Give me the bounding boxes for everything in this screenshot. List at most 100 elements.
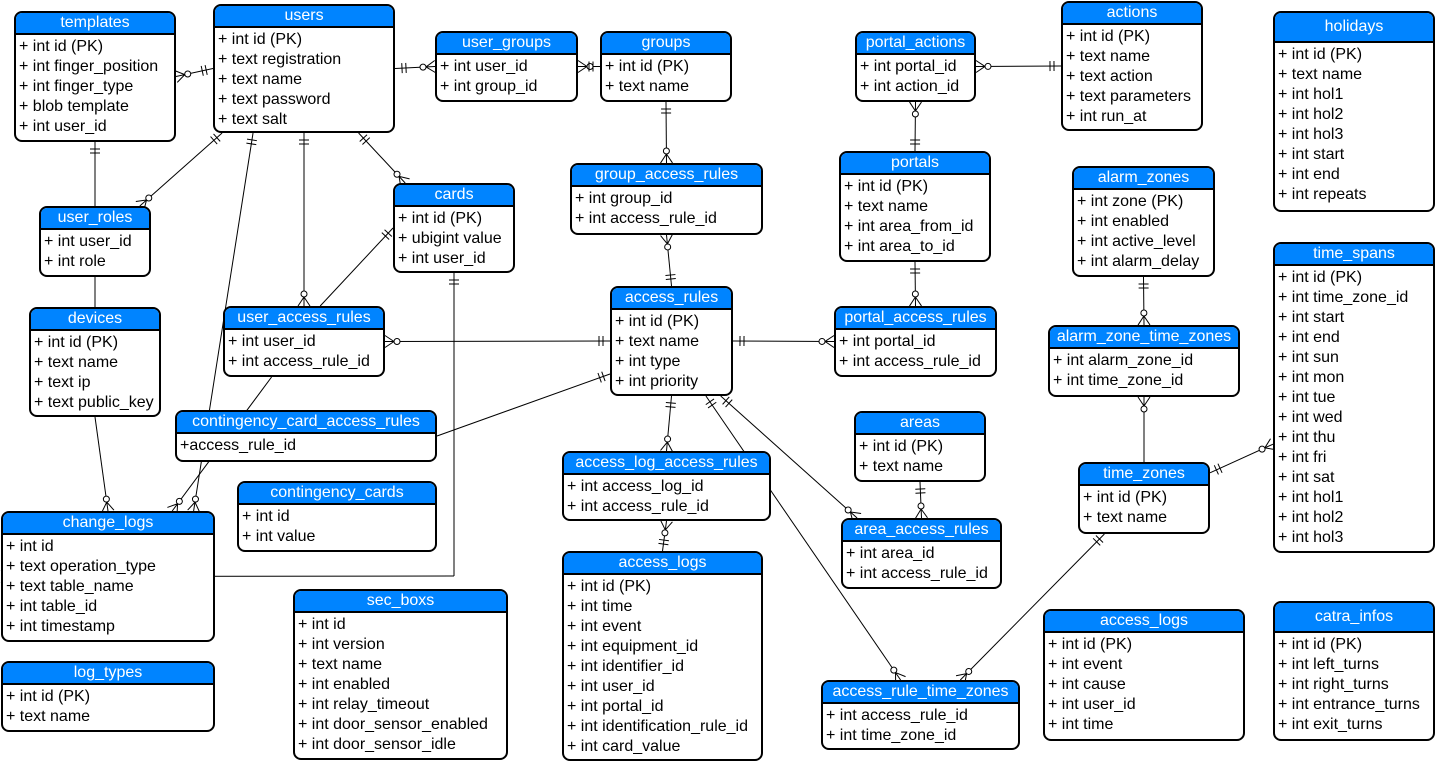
table-title: contingency_card_access_rules	[177, 412, 435, 434]
table-field: + int exit_turns	[1278, 716, 1383, 733]
table-field: + int id	[6, 538, 54, 555]
table-access-logs[interactable]: access_logs + int id (PK)+ int time+ int…	[562, 551, 763, 761]
table-title: change_logs	[3, 513, 213, 535]
table-title: cards	[395, 185, 513, 207]
table-time-spans[interactable]: time_spans + int id (PK)+ int time_zone_…	[1273, 242, 1435, 553]
crowfoot-marker	[895, 672, 906, 678]
table-contingency-card-access-rules[interactable]: contingency_card_access_rules +access_ru…	[175, 410, 437, 462]
table-user-access-rules[interactable]: user_access_rules + int user_id+ int acc…	[223, 306, 385, 377]
cardinality-one-marker	[210, 136, 218, 145]
table-field: + text name	[859, 458, 944, 475]
crowfoot-marker	[660, 519, 666, 531]
table-access-rule-time-zones[interactable]: access_rule_time_zones + int access_rule…	[821, 680, 1020, 750]
crowfoot-marker	[664, 521, 673, 531]
table-field: + int area_id	[846, 545, 935, 562]
crowfoot-marker	[425, 66, 436, 73]
zero-optional-marker	[662, 147, 670, 155]
table-field: + text action	[1066, 68, 1153, 85]
table-field: + int access_log_id	[567, 478, 704, 495]
cardinality-one-marker	[707, 401, 717, 409]
table-cards[interactable]: cards + int id (PK)+ ubigint value+ int …	[393, 183, 515, 273]
crowfoot-marker	[1143, 396, 1151, 407]
table-catra-infos[interactable]: catra_infos + int id (PK)+ int left_turn…	[1273, 601, 1435, 741]
zero-optional-marker	[911, 110, 919, 118]
table-devices[interactable]: devices + int id (PK)+ text name+ text i…	[29, 307, 161, 417]
crowfoot-marker	[425, 60, 435, 68]
cardinality-one-marker	[381, 232, 390, 240]
table-field: + int area_to_id	[844, 238, 955, 255]
table-field: + int id (PK)	[567, 578, 652, 595]
table-title: sec_boxs	[295, 591, 506, 613]
table-field: + int sun	[1278, 349, 1339, 366]
table-field: + int access_rule_id	[575, 210, 717, 227]
table-field: + int door_sensor_enabled	[298, 716, 488, 733]
crowfoot-marker	[398, 175, 410, 180]
table-title: contingency_cards	[239, 483, 435, 505]
relationship-line	[666, 234, 672, 287]
table-field: + int user_id	[1048, 696, 1136, 713]
zero-optional-marker	[1258, 445, 1266, 453]
cardinality-one-marker	[601, 371, 606, 382]
table-field: + int wed	[1278, 409, 1343, 426]
table-title: portal_actions	[857, 33, 974, 55]
table-field: + int user_id	[19, 118, 107, 135]
table-group-access-rules[interactable]: group_access_rules + int group_id+ int a…	[570, 163, 763, 235]
cardinality-one-marker	[213, 133, 221, 142]
table-field: + text registration	[218, 51, 342, 68]
table-field: + text salt	[218, 111, 287, 128]
table-actions[interactable]: actions + int id (PK)+ text name+ text a…	[1061, 1, 1203, 131]
zero-optional-marker	[890, 666, 898, 674]
table-field: + text name	[298, 656, 383, 673]
table-field: + int id (PK)	[1083, 489, 1168, 506]
crowfoot-marker	[909, 101, 916, 112]
table-field: + int hol1	[1278, 489, 1344, 506]
table-field: + int id (PK)	[615, 313, 700, 330]
table-sec-boxs[interactable]: sec_boxs + int id+ int version+ text nam…	[293, 589, 508, 760]
table-field: + int access_rule_id	[846, 565, 988, 582]
cardinality-one-marker	[705, 398, 715, 406]
crowfoot-marker	[106, 501, 115, 511]
table-change-logs[interactable]: change_logs + int id + text operation_typ…	[1, 511, 215, 642]
table-field: + int user_id	[44, 233, 132, 250]
table-log-types[interactable]: log_types + int id (PK)+ text name	[1, 661, 215, 732]
table-user-roles[interactable]: user_roles + int user_id+ int role	[39, 206, 151, 277]
table-field: + int door_sensor_idle	[298, 736, 456, 753]
table-field: + int end	[1278, 329, 1340, 346]
table-holidays[interactable]: holidays + int id (PK)+ text name+ int h…	[1273, 11, 1435, 212]
table-field: + int start	[1278, 146, 1345, 163]
table-field: + int id (PK)	[218, 31, 303, 48]
table-portals[interactable]: portals + int id (PK)+ text name+ int ar…	[839, 151, 991, 262]
crowfoot-marker	[384, 341, 395, 348]
table-access-log-access-rules[interactable]: access_log_access_rules + int access_log…	[562, 451, 771, 521]
table-alarm-zones[interactable]: alarm_zones + int zone (PK)+ int enabled…	[1072, 166, 1215, 277]
crowfoot-marker	[920, 508, 928, 519]
table-field: + int action_id	[860, 78, 960, 95]
table-access-rules[interactable]: access_rules + int id (PK)+ text name+ i…	[610, 286, 733, 396]
relationship-line	[1143, 276, 1145, 326]
table-areas[interactable]: areas + int id (PK)+ text name	[854, 411, 986, 482]
table-access-logs-2[interactable]: access_logs + int id (PK)+ int event+ in…	[1043, 609, 1245, 741]
table-portal-access-rules[interactable]: portal_access_rules + int portal_id+ int…	[834, 306, 997, 377]
table-portal-actions[interactable]: portal_actions + int portal_id+ int acti…	[855, 31, 976, 102]
table-field: + text operation_type	[6, 558, 156, 575]
crowfoot-marker	[577, 66, 588, 73]
relationship-line	[914, 261, 916, 307]
table-alarm-zone-time-zones[interactable]: alarm_zone_time_zones + int alarm_zone_i…	[1048, 325, 1240, 397]
crowfoot-marker	[135, 199, 147, 203]
table-user-groups[interactable]: user_groups + int user_id+ int group_id	[435, 31, 578, 102]
cardinality-one-marker	[658, 538, 669, 542]
table-users[interactable]: users + int id (PK)+ text registration+ …	[213, 4, 395, 133]
table-field: + int id (PK)	[859, 438, 944, 455]
table-field: + int access_rule_id	[826, 707, 968, 724]
crowfoot-marker	[975, 60, 986, 67]
table-title: time_spans	[1275, 244, 1433, 266]
table-groups[interactable]: groups + int id (PK)+ text name	[600, 31, 732, 102]
crowfoot-marker	[915, 508, 922, 519]
table-time-zones[interactable]: time_zones + int id (PK)+ text name	[1078, 462, 1210, 534]
relationship-line	[914, 101, 916, 152]
table-title: alarm_zone_time_zones	[1050, 327, 1238, 349]
crowfoot-marker	[1143, 315, 1151, 326]
table-contingency-cards[interactable]: contingency_cards + int id+ int value	[237, 481, 437, 552]
table-area-access-rules[interactable]: area_access_rules + int area_id+ int acc…	[841, 518, 1002, 589]
table-templates[interactable]: templates + int id (PK)+ int finger_posi…	[14, 11, 176, 142]
